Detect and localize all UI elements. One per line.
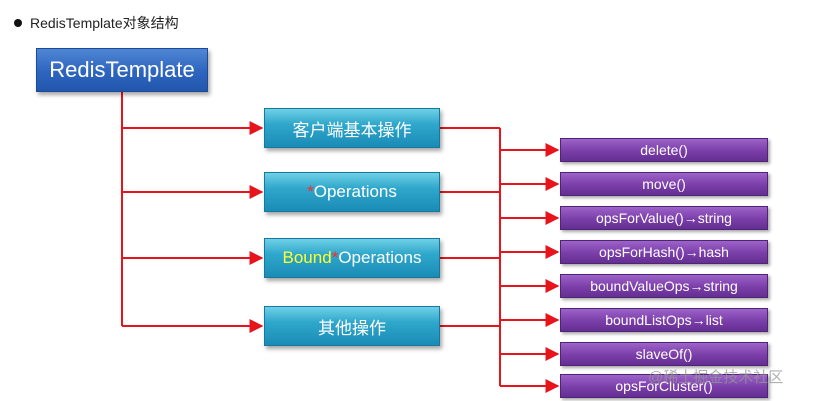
bullet-icon	[14, 19, 22, 27]
method-node-boundvalueops: boundValueOps→string	[560, 274, 768, 298]
node-label: 客户端基本操作	[292, 120, 412, 140]
node-star: *	[331, 248, 339, 267]
node-label: Operations	[338, 248, 422, 267]
node-star: *	[307, 182, 314, 201]
method-label: slaveOf()	[635, 346, 693, 362]
node-label: Operations	[313, 182, 397, 201]
method-node-delete: delete()	[560, 138, 768, 162]
method-node-slaveof: slaveOf()	[560, 342, 768, 366]
method-label: opsForCluster()	[615, 378, 713, 394]
node-bound-prefix: Bound	[282, 248, 332, 267]
root-label: RedisTemplate	[49, 57, 195, 82]
method-label: opsForHash()→hash	[599, 244, 729, 260]
node-operations: *Operations	[264, 172, 440, 212]
watermark: @稀土掘金技术社区	[648, 369, 784, 386]
method-node-boundlistops: boundListOps→list	[560, 308, 768, 332]
method-label: move()	[642, 176, 686, 192]
method-label: delete()	[640, 142, 688, 158]
node-other-ops: 其他操作	[264, 306, 440, 346]
root-node: RedisTemplate	[36, 48, 208, 92]
method-node-opsforcluster: opsForCluster()	[560, 374, 768, 398]
node-label: 其他操作	[318, 318, 386, 338]
method-label: boundListOps→list	[605, 312, 723, 328]
method-node-opsforhash: opsForHash()→hash	[560, 240, 768, 264]
method-label: boundValueOps→string	[590, 278, 738, 294]
heading-text: RedisTemplate对象结构	[30, 15, 179, 31]
section-heading: RedisTemplate对象结构	[14, 10, 179, 36]
method-node-opsforvalue: opsForValue()→string	[560, 206, 768, 230]
method-label: opsForValue()→string	[596, 210, 732, 226]
node-client-basic-ops: 客户端基本操作	[264, 108, 440, 148]
method-node-move: move()	[560, 172, 768, 196]
node-bound-operations: Bound*Operations	[264, 238, 440, 278]
